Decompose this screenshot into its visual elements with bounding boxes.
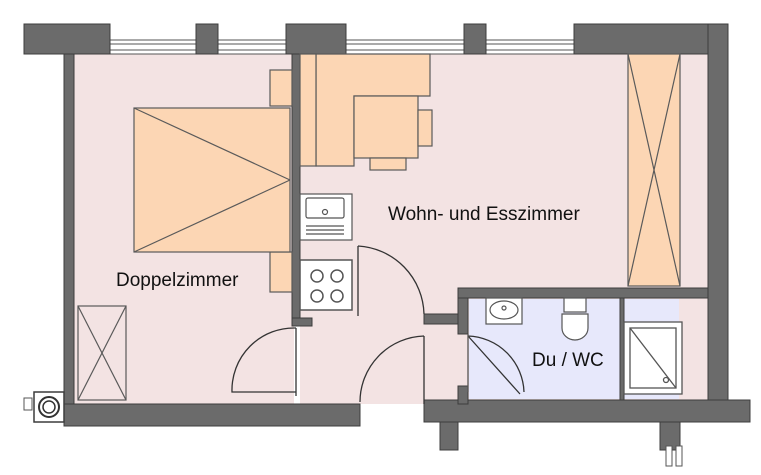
kitchen-counter [299,53,431,167]
nightstand-top [269,69,293,107]
room-label-bathroom: Du / WC [532,350,604,371]
bed-icon [133,69,293,293]
wardrobe-icon [77,305,127,401]
nightstand-bottom [269,251,293,293]
door-bedroom [231,327,297,396]
window-right [343,39,575,55]
door-living [357,245,425,316]
wash-basin-icon [485,297,523,325]
room-label-living: Wohn- und Esszimmer [388,204,580,225]
chair-right [417,109,433,147]
tall-cabinet-icon [627,53,681,287]
kitchen-sink-icon [299,193,353,241]
room-label-bedroom: Doppelzimmer [116,270,239,291]
chair-bottom [369,157,407,171]
door-bathroom [467,335,525,395]
doors [231,245,525,404]
walls [23,23,751,451]
stove-icon [299,259,353,311]
chimney-icon [33,391,65,423]
pipes [23,397,683,467]
toilet-icon [561,297,589,341]
shower-tray-icon [623,321,683,395]
door-entrance [359,335,425,404]
dining-table-icon [353,95,433,171]
